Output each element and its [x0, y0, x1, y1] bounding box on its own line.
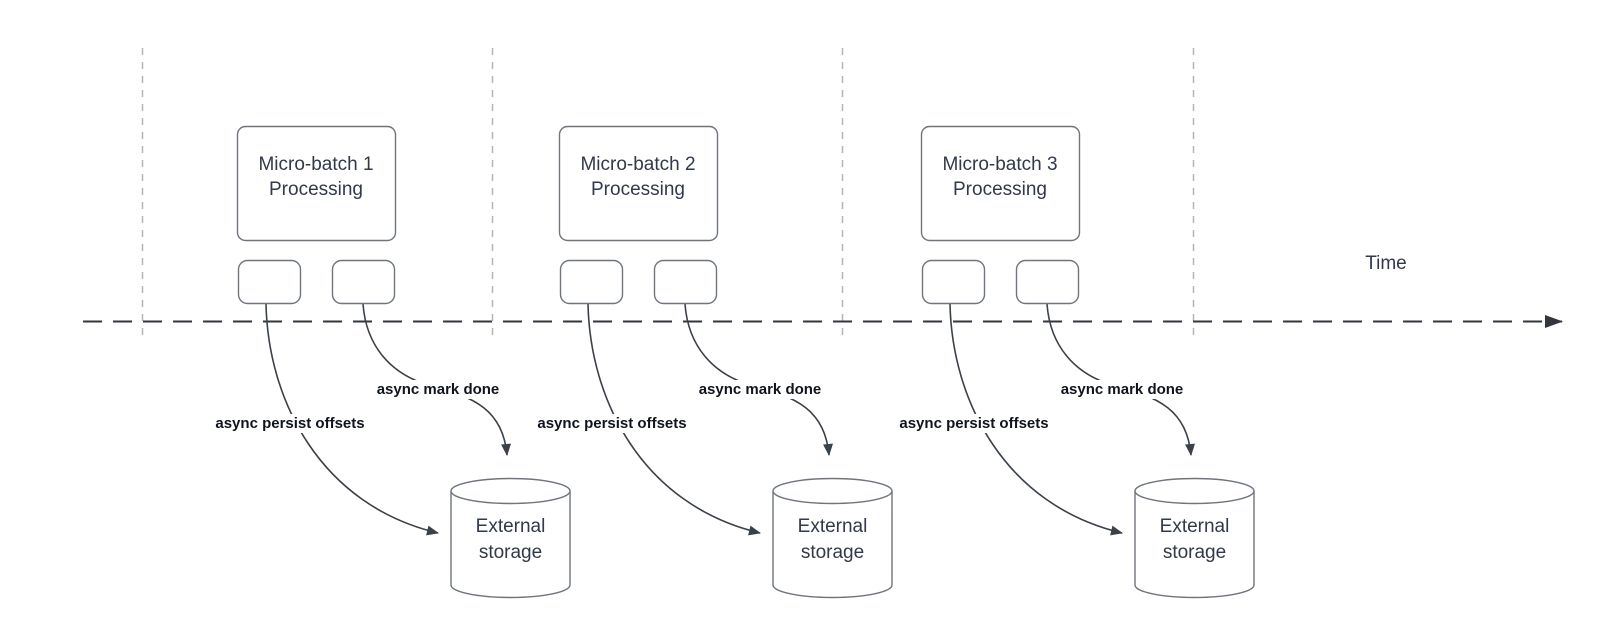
sub-task-box-right: [1015, 259, 1080, 305]
mark-done-arrow: [684, 303, 833, 456]
storage-cylinder-top: [772, 477, 893, 505]
storage-cylinder-body: [772, 491, 893, 599]
sub-task-box-right: [653, 259, 718, 305]
storage-cylinder-top: [450, 477, 571, 505]
time-axis-label: Time: [1365, 253, 1407, 274]
sub-task-box-left: [921, 259, 986, 305]
storage-cylinder-top: [1134, 477, 1255, 505]
storage-cylinder-body: [1134, 491, 1255, 599]
mark-done-arrow: [362, 303, 511, 456]
storage-cylinder-body: [450, 491, 571, 599]
processing-box: [920, 125, 1081, 242]
micro-batch-group-1: [236, 125, 571, 599]
sub-task-box-left: [237, 259, 302, 305]
mark-done-arrow: [1046, 303, 1195, 456]
sub-task-box-left: [559, 259, 624, 305]
micro-batch-group-3: [920, 125, 1255, 599]
persist-offsets-arrow: [587, 303, 761, 536]
persist-offsets-arrow: [949, 303, 1123, 536]
processing-box: [558, 125, 719, 242]
micro-batch-group-2: [558, 125, 893, 599]
persist-offsets-arrow: [265, 303, 439, 536]
sub-task-box-right: [331, 259, 396, 305]
processing-box: [236, 125, 397, 242]
